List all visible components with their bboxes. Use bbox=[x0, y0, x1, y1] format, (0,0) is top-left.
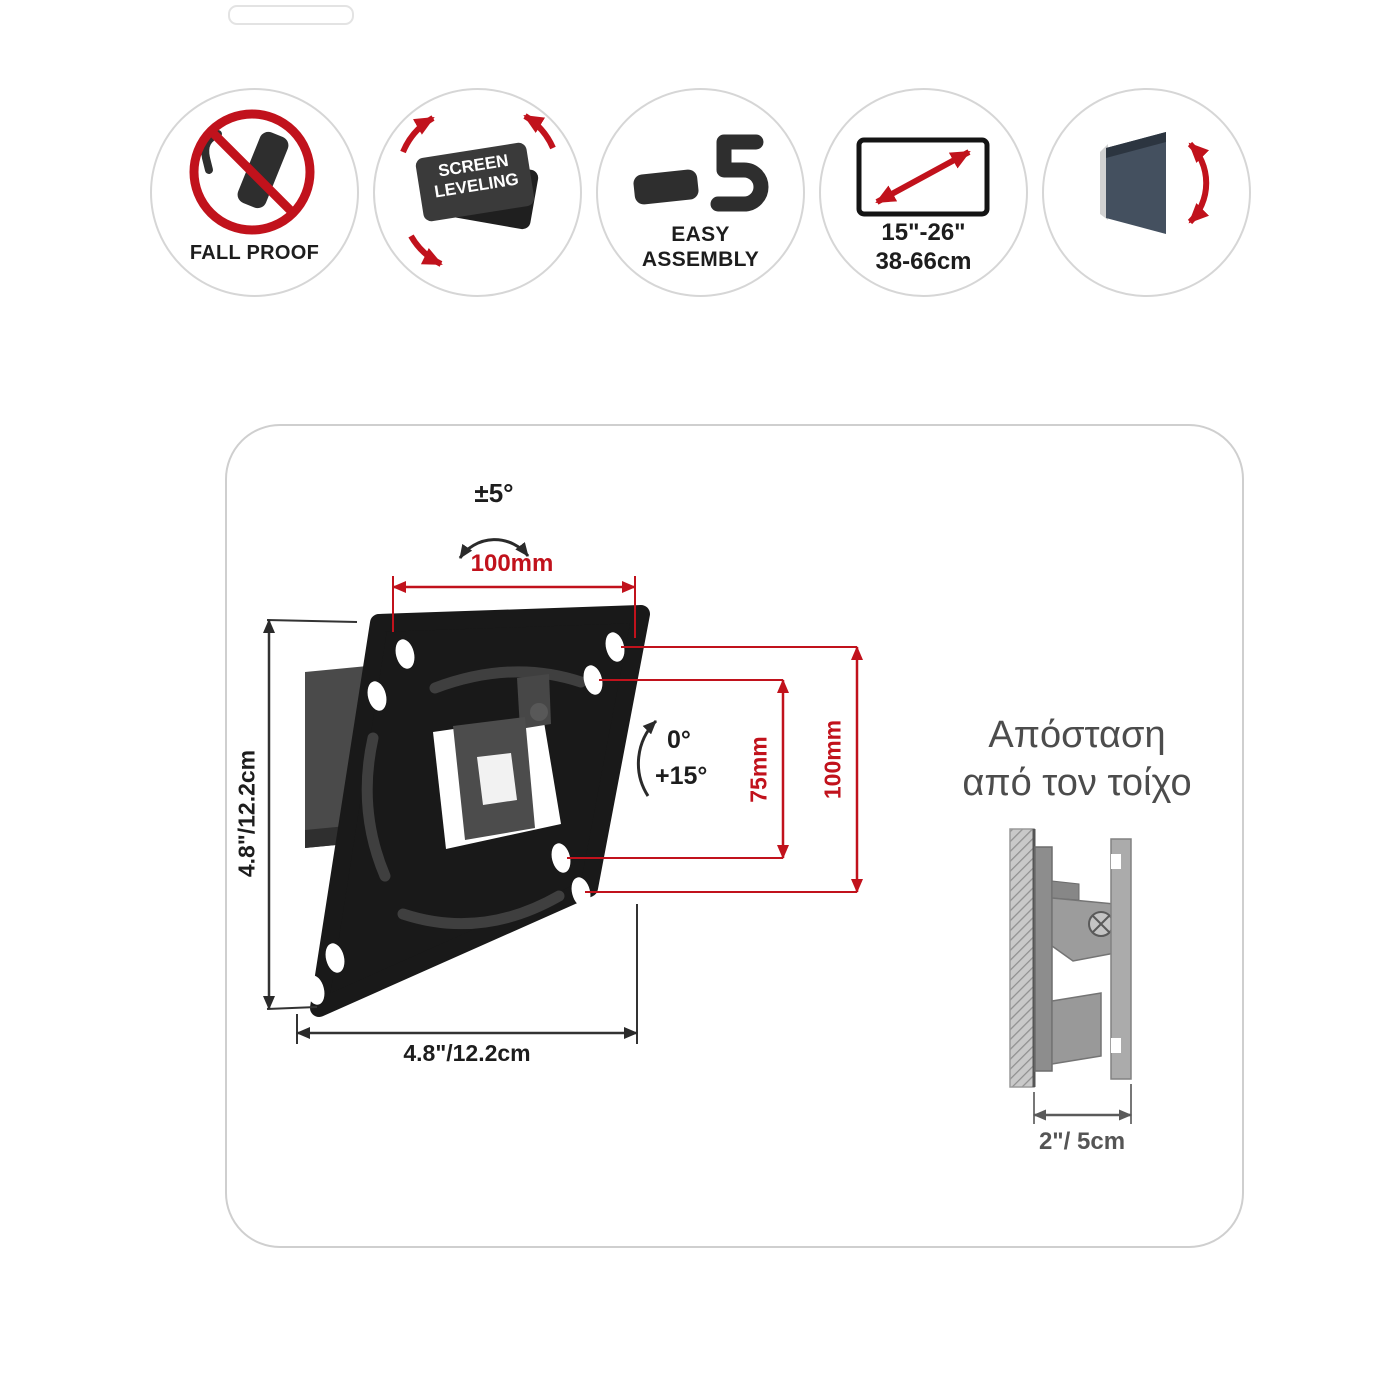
tilt-screen-icon bbox=[1100, 132, 1210, 234]
fall-proof-icon bbox=[189, 109, 315, 235]
vesa-width-dimension bbox=[392, 576, 636, 638]
badge-easy-assembly: EASY ASSEMBLY bbox=[596, 88, 805, 297]
vesa-75-dimension bbox=[567, 679, 789, 859]
wall-distance-title-line2: από τον τοίχο bbox=[962, 762, 1192, 804]
feature-badges: FALL PROOF SCREEN LEVELING EASY AS bbox=[150, 88, 1251, 297]
level-adjust-arrow bbox=[458, 538, 530, 559]
vesa-plate bbox=[305, 605, 650, 1017]
easy-assembly-line1: EASY bbox=[671, 223, 730, 247]
screen-size-icon bbox=[856, 137, 990, 217]
vesa-100-label: 100mm bbox=[819, 719, 846, 800]
wall-distance-dimension bbox=[1033, 1084, 1132, 1124]
wall-distance-value: 2"/ 5cm bbox=[1038, 1128, 1126, 1155]
plate-width-dimension bbox=[296, 904, 638, 1044]
badge-fall-proof: FALL PROOF bbox=[150, 88, 359, 297]
decorative-shape bbox=[228, 5, 354, 25]
tilt-arrow bbox=[636, 719, 658, 797]
screen-size-cm: 38-66cm bbox=[875, 248, 972, 276]
screen-size-label: 15"-26" 38-66cm bbox=[821, 219, 1026, 277]
side-view-illustration bbox=[1009, 828, 1132, 1088]
level-range-label: ±5° bbox=[474, 478, 514, 508]
badge-screen-leveling: SCREEN LEVELING bbox=[373, 88, 582, 297]
badge-tilt bbox=[1042, 88, 1251, 297]
easy-assembly-label: EASY ASSEMBLY bbox=[598, 223, 803, 273]
screen-size-inches: 15"-26" bbox=[881, 219, 966, 247]
mount-technical-drawing bbox=[263, 538, 1132, 1124]
easy-assembly-line2: ASSEMBLY bbox=[641, 248, 760, 272]
dimensions-panel: ±5° 100mm 4.8"/12.2cm 4.8"/12.2cm 0° +15… bbox=[225, 424, 1244, 1248]
vesa-width-label: 100mm bbox=[470, 550, 554, 577]
plate-width-label: 4.8"/12.2cm bbox=[403, 1040, 531, 1066]
wall-distance-title-line1: Απόσταση bbox=[988, 714, 1166, 756]
tilt-zero-label: 0° bbox=[667, 726, 691, 754]
screen-leveling-icon bbox=[400, 113, 556, 267]
vesa-75-label: 75mm bbox=[745, 736, 772, 803]
easy-assembly-icon bbox=[633, 134, 769, 212]
badge-screen-size: 15"-26" 38-66cm bbox=[819, 88, 1028, 297]
plate-height-label: 4.8"/12.2cm bbox=[233, 749, 260, 878]
fall-proof-label: FALL PROOF bbox=[189, 242, 320, 264]
plate-height-dimension bbox=[263, 619, 358, 1010]
tilt-max-label: +15° bbox=[655, 762, 708, 790]
vesa-100-dimension bbox=[585, 646, 863, 893]
